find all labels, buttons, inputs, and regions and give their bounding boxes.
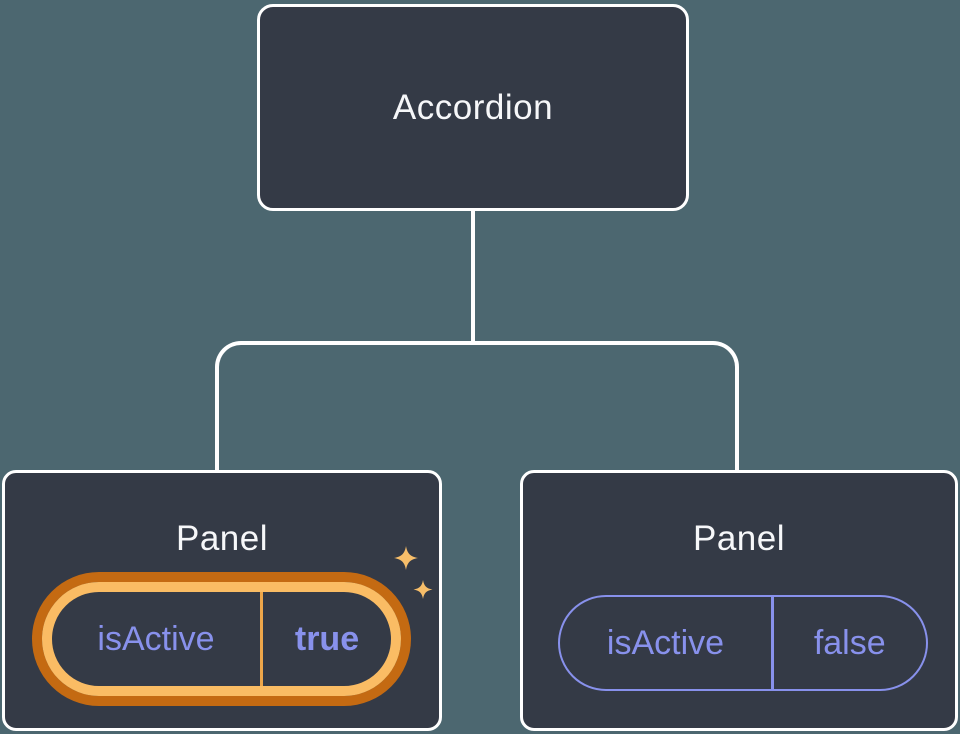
connector-branch-bracket — [215, 341, 739, 476]
state-value: false — [813, 623, 886, 662]
node-accordion-label: Accordion — [392, 87, 554, 127]
node-panel-active: Panel isActive true — [2, 470, 442, 731]
connector-root-stub — [471, 209, 475, 345]
state-key: isActive — [606, 623, 725, 662]
state-pill-active: isActive true — [42, 582, 401, 696]
node-panel-active-label: Panel — [175, 519, 269, 558]
node-panel-inactive-label: Panel — [692, 519, 786, 558]
pill-divider — [771, 597, 774, 689]
state-pill-inactive: isActive false — [558, 595, 928, 691]
state-value: true — [294, 619, 360, 658]
node-panel-inactive: Panel isActive false — [520, 470, 958, 731]
pill-divider — [260, 592, 263, 686]
state-key: isActive — [97, 619, 215, 658]
node-accordion: Accordion — [257, 4, 689, 211]
sparkles-icon — [394, 546, 433, 599]
